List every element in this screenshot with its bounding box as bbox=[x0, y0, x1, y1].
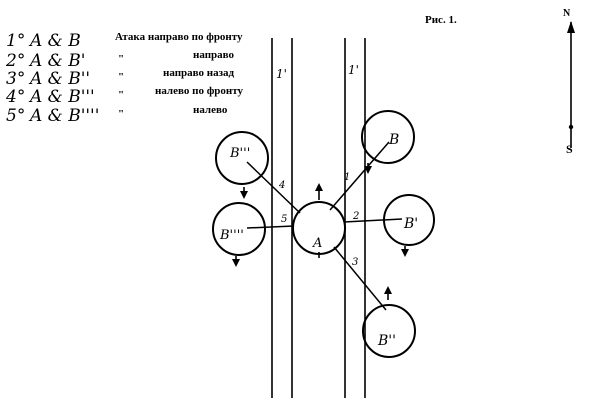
circle-labels: A B B' B'' B''' B'''' bbox=[219, 132, 418, 349]
legend-pair-2: A & B' bbox=[28, 51, 85, 71]
circle-b1 bbox=[383, 194, 435, 246]
connector-number-5: 5 bbox=[281, 214, 287, 225]
figure-caption: Рис. 1. bbox=[425, 14, 457, 26]
legend-ditto-5: " bbox=[118, 108, 124, 120]
legend-number-3: 3° bbox=[6, 69, 25, 89]
arrow-down-icon bbox=[364, 163, 372, 174]
circle-label-b3: B''' bbox=[229, 146, 250, 161]
compass-south: S bbox=[566, 142, 573, 156]
circles bbox=[212, 110, 435, 358]
circle-b bbox=[361, 110, 415, 164]
lane-2-label: 1' bbox=[348, 63, 359, 77]
legend-description-4: налево по фронту bbox=[155, 85, 244, 97]
circle-label-a: A bbox=[312, 236, 322, 251]
circle-label-b: B bbox=[388, 132, 399, 148]
legend-description-1: Атака направо по фронту bbox=[115, 31, 243, 43]
circle-label-b2: B'' bbox=[377, 333, 396, 349]
legend-number-5: 5° bbox=[6, 106, 25, 126]
arrow-up-icon bbox=[315, 183, 323, 200]
connector-a-b1 bbox=[343, 218, 403, 223]
lanes bbox=[271, 38, 366, 398]
compass-knot-icon bbox=[568, 124, 574, 130]
connector-numbers: 1 2 3 4 5 bbox=[278, 172, 359, 268]
legend-ditto-3: " bbox=[118, 71, 124, 83]
legend-pair-4: A & B''' bbox=[28, 87, 95, 107]
legend-pair-5: A & B'''' bbox=[28, 106, 99, 126]
legend-description-2: направо bbox=[193, 49, 235, 61]
legend-number-1: 1° bbox=[6, 31, 25, 51]
compass: N S bbox=[563, 8, 575, 156]
connector-a-b4 bbox=[246, 225, 295, 229]
compass-arrowhead-icon bbox=[567, 21, 575, 33]
connector-number-3: 3 bbox=[352, 257, 358, 268]
legend-item-2: 2° A & B' " направо bbox=[5, 49, 235, 71]
circle-label-b1: B' bbox=[403, 216, 418, 232]
legend-description-3: направо назад bbox=[163, 67, 235, 79]
connector-number-1: 1 bbox=[344, 172, 350, 183]
movement-arrows bbox=[232, 163, 409, 300]
circle-b4 bbox=[212, 202, 266, 256]
legend-number-2: 2° bbox=[5, 51, 25, 71]
lane-1-label: 1' bbox=[276, 67, 287, 81]
connector-a-b3 bbox=[246, 161, 301, 214]
legend: 1° A & B Атака направо по фронту 2° A & … bbox=[5, 31, 244, 126]
legend-item-5: 5° A & B'''' " налево bbox=[6, 104, 228, 126]
circle-label-b4: B'''' bbox=[219, 228, 244, 243]
connectors bbox=[246, 141, 403, 311]
legend-item-3: 3° A & B'' " направо назад bbox=[6, 67, 235, 89]
arrow-down-icon bbox=[401, 246, 409, 257]
legend-pair-3: A & B'' bbox=[28, 69, 90, 89]
connector-number-2: 2 bbox=[352, 211, 359, 222]
legend-description-5: налево bbox=[193, 104, 228, 116]
arrow-up-icon bbox=[384, 286, 392, 300]
connector-number-4: 4 bbox=[278, 180, 285, 191]
circle-b2 bbox=[362, 304, 416, 358]
legend-ditto-2: " bbox=[118, 53, 124, 65]
connector-a-b bbox=[329, 141, 390, 211]
arrow-down-icon bbox=[240, 187, 248, 199]
legend-pair-1: A & B bbox=[28, 31, 81, 51]
legend-number-4: 4° bbox=[5, 87, 25, 107]
legend-item-4: 4° A & B''' " налево по фронту bbox=[5, 85, 244, 107]
arrow-down-icon bbox=[232, 256, 240, 267]
compass-north: N bbox=[563, 8, 571, 19]
legend-ditto-4: " bbox=[118, 89, 124, 101]
legend-item-1: 1° A & B Атака направо по фронту bbox=[6, 31, 243, 51]
circle-b3 bbox=[215, 131, 269, 185]
connector-a-b2 bbox=[333, 246, 387, 311]
